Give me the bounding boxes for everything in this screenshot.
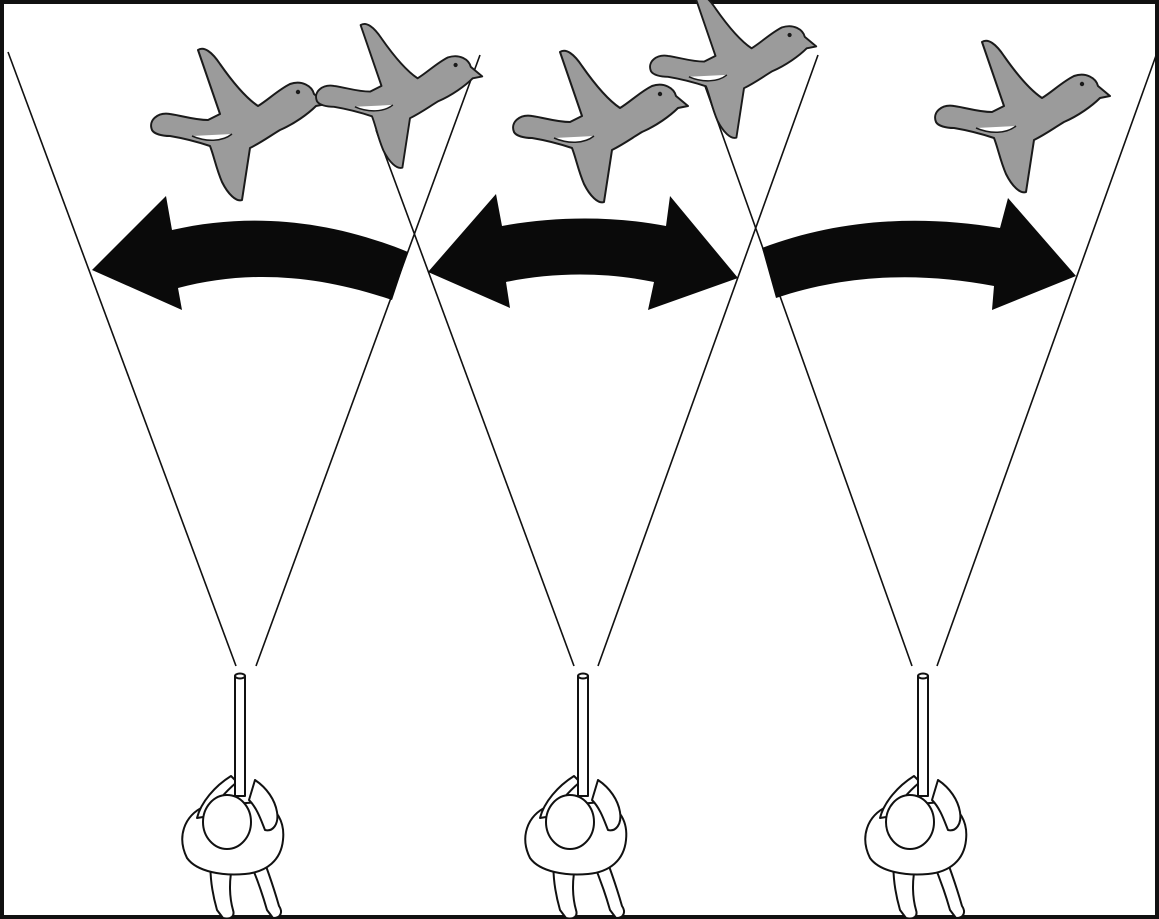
shooting-zones-diagram: [0, 0, 1159, 919]
